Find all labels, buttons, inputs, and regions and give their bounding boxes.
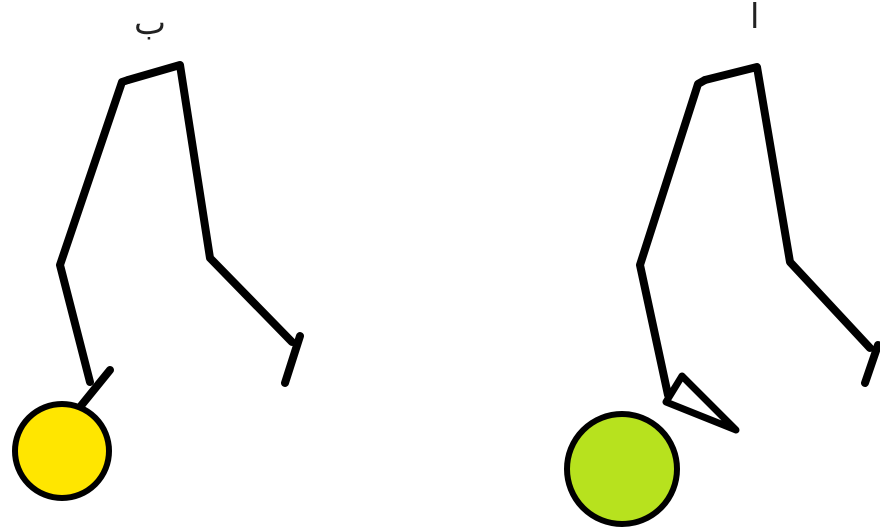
figure-a-label: ا [750, 0, 760, 37]
figure-a-triangle-foot [662, 372, 740, 434]
figure-a-back-foot [861, 341, 880, 387]
figure-b [12, 61, 304, 501]
figure-a [564, 63, 880, 527]
figure-a-ball [564, 411, 680, 527]
figure-b-label: ب [134, 3, 167, 43]
figure-b-front-leg [56, 76, 132, 386]
figure-a-back-leg [701, 63, 874, 352]
figure-b-front-foot [76, 366, 114, 411]
figure-b-back-foot [281, 332, 304, 387]
figure-a-front-leg [636, 76, 709, 399]
figure-b-ball [12, 401, 112, 501]
figure-b-back-leg [124, 61, 296, 346]
